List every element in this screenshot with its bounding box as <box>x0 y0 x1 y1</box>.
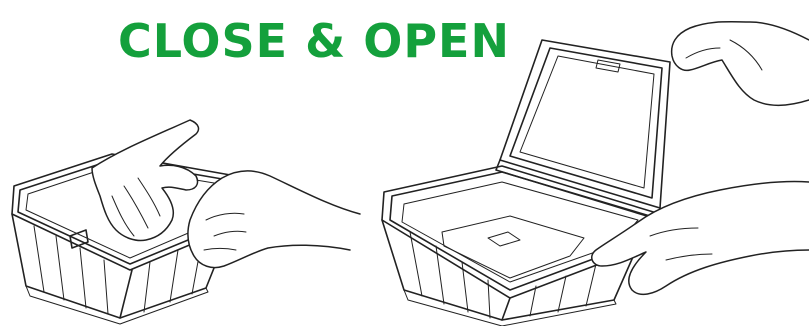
closing-hand-right <box>188 171 360 268</box>
container-closed-icon <box>0 0 380 326</box>
container-open-icon <box>370 0 809 326</box>
closed-container-illustration <box>0 0 380 326</box>
open-lid <box>496 40 670 220</box>
opening-hand-top <box>672 22 809 105</box>
open-container-illustration <box>370 0 809 326</box>
